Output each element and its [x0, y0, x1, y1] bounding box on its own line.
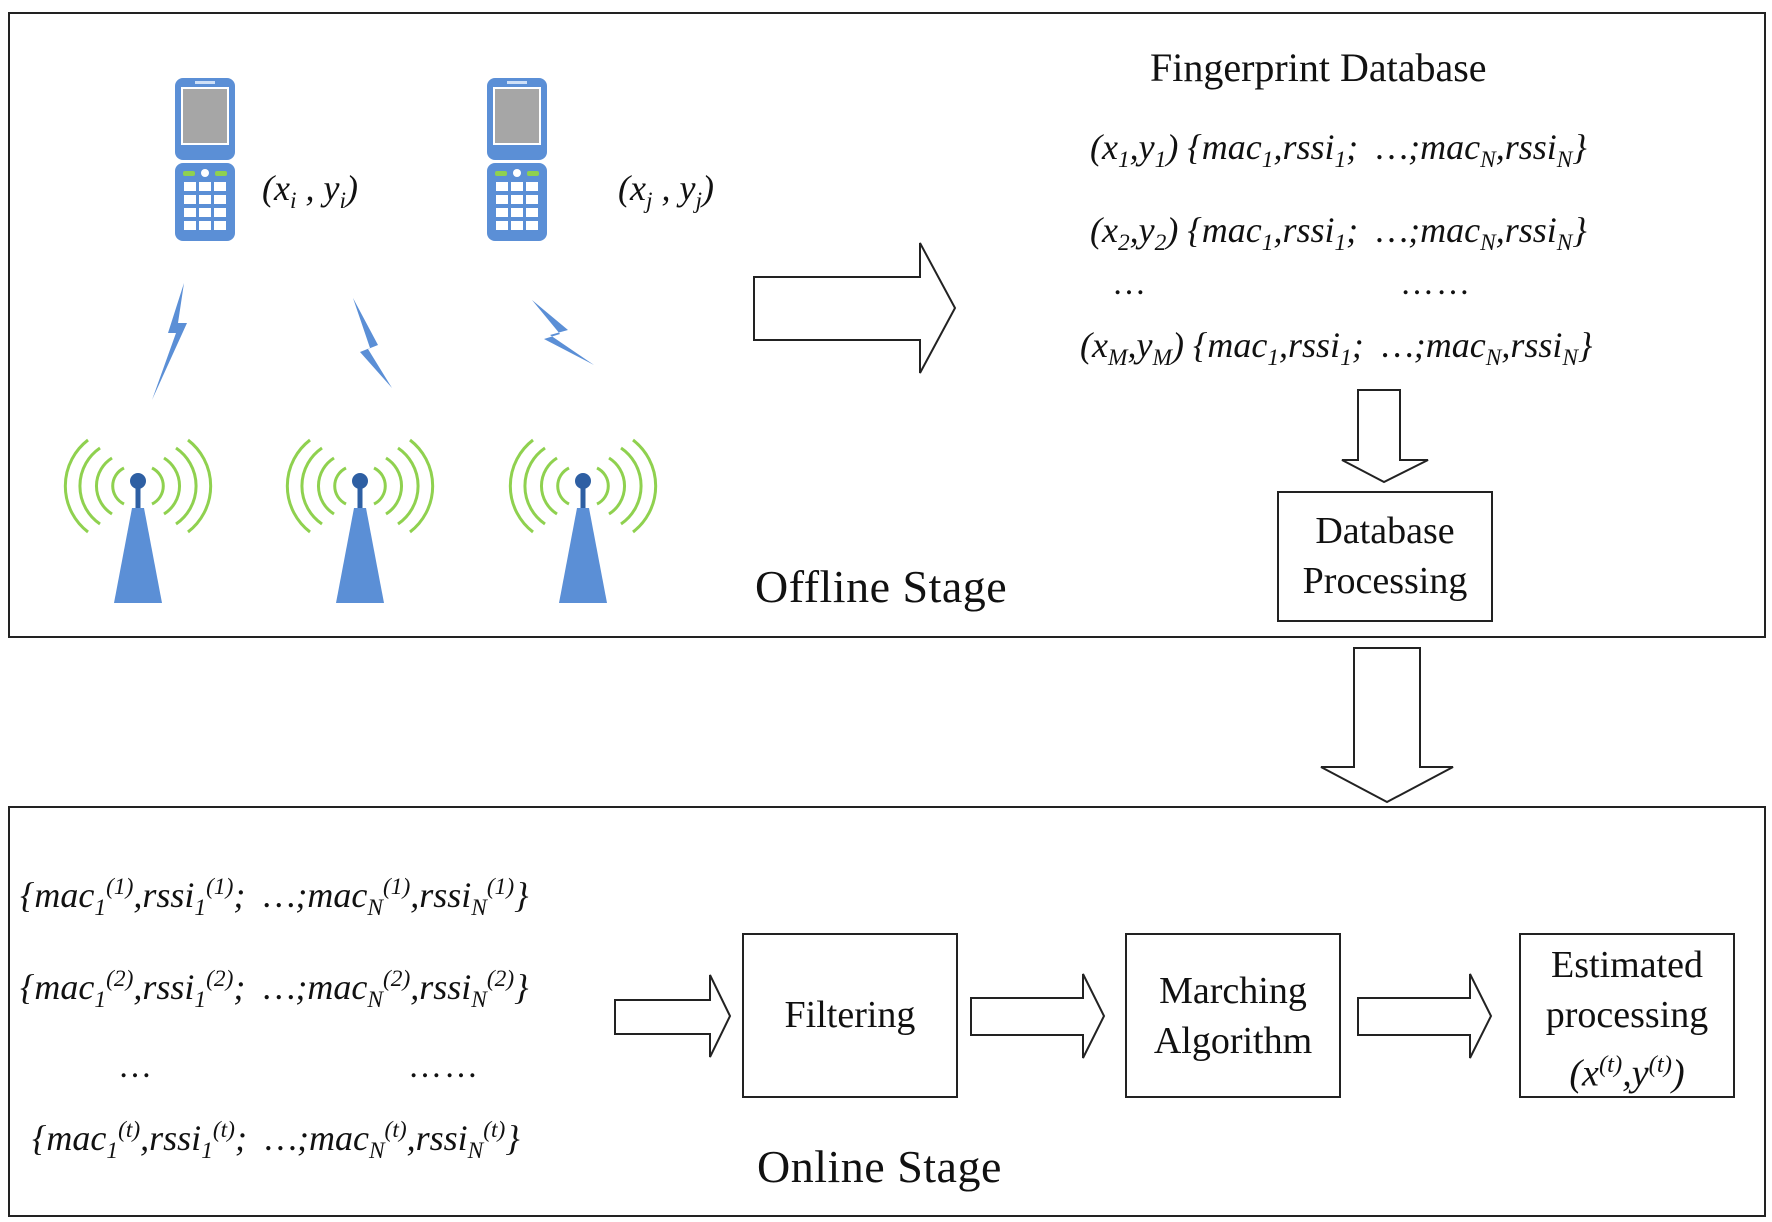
database-to-processing-arrow — [1341, 389, 1429, 484]
filtering-label: Filtering — [784, 994, 916, 1036]
antenna-tower-icon — [285, 438, 435, 603]
filtering-box — [742, 933, 958, 1098]
database-row: (xM,yM) {mac1,rssi1; …;macN,rssiN} — [1080, 325, 1593, 372]
online-stage-label: Online Stage — [757, 1141, 1002, 1192]
matching-algorithm-box — [1125, 933, 1341, 1098]
phone-i-coordinate: (xi , yi) — [262, 168, 358, 215]
database-row: (x1,y1) {mac1,rssi1; …;macN,rssiN} — [1090, 127, 1587, 174]
database-ellipsis: … — [1112, 265, 1148, 302]
antenna-tower-icon — [63, 438, 213, 603]
matching-algorithm-label: Marching Algorithm — [1153, 970, 1313, 1062]
database-ellipsis: …… — [1400, 265, 1472, 302]
database-processing-label: Database Processing — [1302, 510, 1468, 602]
measurement-ellipsis: … — [118, 1048, 154, 1085]
filtering-to-matching-arrow — [970, 973, 1106, 1059]
antenna-tower-icon — [508, 438, 658, 603]
phone-j-coordinate: (xj , yj) — [618, 168, 714, 215]
lightning-bolt-icon — [532, 300, 594, 365]
measurement-ellipsis: …… — [408, 1048, 480, 1085]
database-title: Fingerprint Database — [1150, 45, 1487, 90]
measurement-row: {mac1(t),rssi1(t); …;macN(t),rssiN(t)} — [32, 1117, 520, 1165]
offline-stage-label: Offline Stage — [755, 561, 1008, 612]
database-row: (x2,y2) {mac1,rssi1; …;macN,rssiN} — [1090, 210, 1587, 257]
offline-to-online-arrow — [1320, 647, 1454, 804]
mobile-phone-icon — [487, 78, 547, 241]
online-stage-frame — [8, 806, 1766, 1217]
lightning-bolt-icon — [353, 298, 392, 388]
measurement-row: {mac1(1),rssi1(1); …;macN(1),rssiN(1)} — [20, 874, 529, 922]
matching-to-estimated-arrow — [1357, 973, 1493, 1059]
offline-to-database-arrow — [753, 242, 957, 374]
offline-stage-frame — [8, 12, 1766, 638]
estimated-processing-box — [1519, 933, 1735, 1098]
mobile-phone-icon — [175, 78, 235, 241]
database-processing-box — [1277, 491, 1493, 622]
measurements-to-filtering-arrow — [614, 974, 732, 1058]
estimated-processing-label: Estimated processing (x(t),y(t)) — [1520, 940, 1734, 1099]
measurement-row: {mac1(2),rssi1(2); …;macN(2),rssiN(2)} — [20, 966, 529, 1014]
estimated-position-formula: (x(t),y(t)) — [1569, 1051, 1685, 1095]
lightning-bolt-icon — [152, 283, 187, 400]
